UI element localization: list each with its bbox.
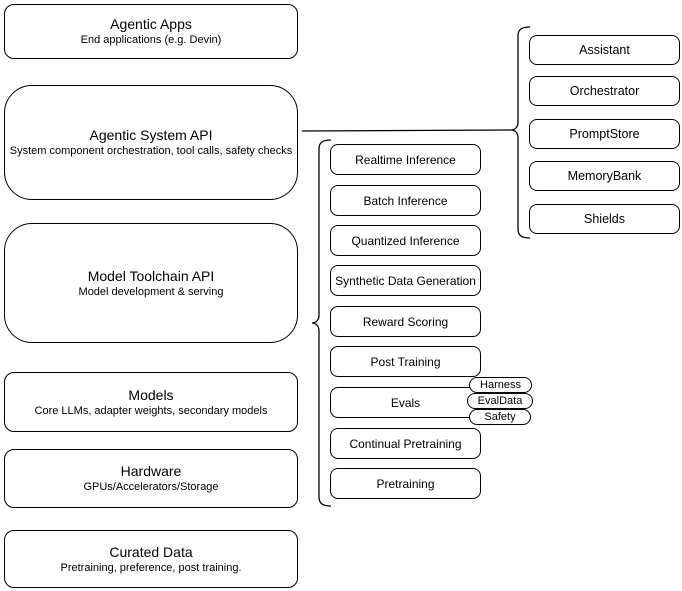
node-quantized-inference: Quantized Inference	[330, 225, 481, 256]
node-curated-data: Curated Data Pretraining, preference, po…	[4, 530, 298, 588]
node-realtime-inference: Realtime Inference	[330, 144, 481, 175]
node-title: Agentic System API	[89, 127, 213, 143]
node-label: Assistant	[579, 43, 630, 57]
connector-system-api-line	[301, 129, 512, 132]
node-agentic-system-api: Agentic System API System component orch…	[4, 85, 298, 200]
tag-label: Harness	[480, 378, 521, 391]
node-pretraining: Pretraining	[330, 468, 481, 499]
node-title: Model Toolchain API	[87, 267, 215, 284]
node-title: Hardware	[120, 463, 182, 479]
node-subtitle: System component orchestration, tool cal…	[9, 145, 293, 157]
node-label: PromptStore	[569, 127, 640, 141]
node-subtitle: End applications (e.g. Devin)	[80, 34, 222, 46]
node-assistant: Assistant	[529, 35, 680, 65]
node-label: Realtime Inference	[355, 152, 456, 167]
node-synthetic-data-generation: Synthetic Data Generation	[330, 265, 481, 296]
node-promptstore: PromptStore	[529, 119, 680, 149]
node-label: Evals	[390, 395, 421, 410]
node-shields: Shields	[529, 204, 680, 234]
node-label: Continual Pretraining	[349, 436, 462, 451]
toolchain-brace	[311, 139, 332, 507]
node-label: Post Training	[370, 354, 441, 369]
node-batch-inference: Batch Inference	[330, 185, 481, 216]
node-label: Quantized Inference	[351, 233, 460, 248]
node-models: Models Core LLMs, adapter weights, secon…	[4, 372, 298, 432]
tag-label: EvalData	[477, 394, 523, 407]
node-evals: Evals	[330, 387, 481, 418]
node-label: Shields	[584, 212, 625, 226]
node-subtitle: Pretraining, preference, post training.	[60, 561, 242, 574]
node-label: Pretraining	[376, 476, 435, 491]
tag-label: Safety	[484, 410, 516, 423]
node-memorybank: MemoryBank	[529, 161, 680, 191]
node-title: Curated Data	[109, 543, 193, 560]
node-title: Models	[128, 386, 174, 403]
node-subtitle: Model development & serving	[78, 285, 224, 298]
node-model-toolchain-api: Model Toolchain API Model development & …	[4, 223, 298, 343]
node-title: Agentic Apps	[110, 16, 192, 32]
system-components-brace	[510, 26, 531, 239]
tag-safety: Safety	[469, 409, 531, 425]
node-label: Orchestrator	[569, 84, 640, 98]
node-agentic-apps: Agentic Apps End applications (e.g. Devi…	[4, 4, 298, 59]
node-label: Synthetic Data Generation	[335, 273, 476, 288]
node-label: MemoryBank	[567, 169, 642, 183]
node-subtitle: GPUs/Accelerators/Storage	[83, 481, 219, 493]
node-continual-pretraining: Continual Pretraining	[330, 428, 481, 459]
node-post-training: Post Training	[330, 346, 481, 377]
node-orchestrator: Orchestrator	[529, 76, 680, 106]
node-reward-scoring: Reward Scoring	[330, 306, 481, 337]
node-label: Reward Scoring	[362, 314, 449, 329]
node-subtitle: Core LLMs, adapter weights, secondary mo…	[34, 404, 268, 417]
node-hardware: Hardware GPUs/Accelerators/Storage	[4, 449, 298, 508]
node-label: Batch Inference	[363, 193, 448, 208]
tag-evaldata: EvalData	[467, 393, 533, 409]
tag-harness: Harness	[469, 377, 532, 393]
